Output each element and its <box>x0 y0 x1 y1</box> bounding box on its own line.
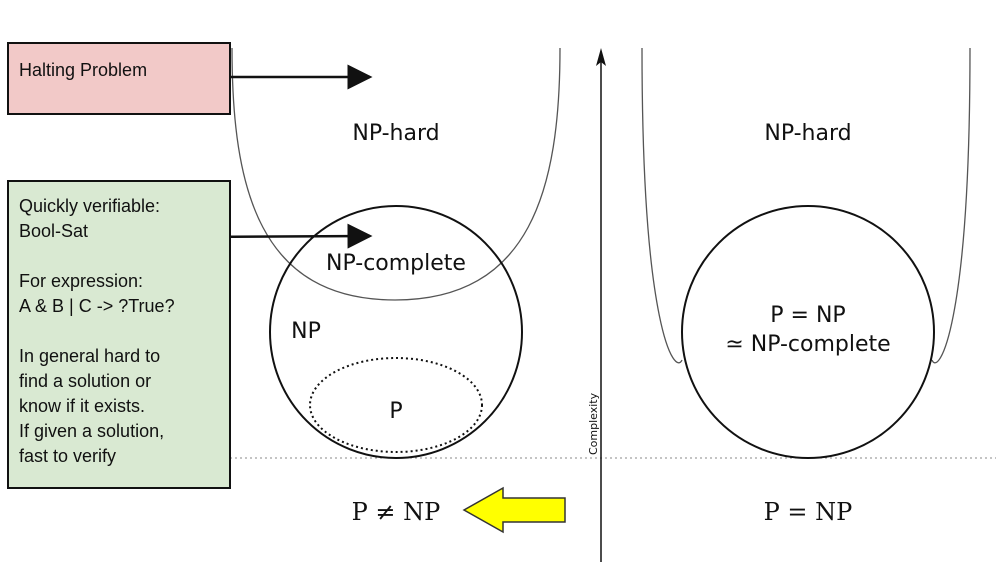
np-complete-label: NP-complete <box>326 251 466 276</box>
p-equals-np-label: P = NP <box>764 498 853 526</box>
note-line: fast to verify <box>19 446 117 466</box>
p-equals-np-line1: P = NP <box>770 303 845 328</box>
note-line: find a solution or <box>19 371 152 391</box>
np-hard-label-right: NP-hard <box>764 121 851 146</box>
np-label: NP <box>291 319 321 344</box>
p-label: P <box>389 399 402 424</box>
axis-arrow-icon <box>596 48 606 66</box>
quickly-verifiable-note: Quickly verifiable: Bool-Sat For express… <box>7 180 231 489</box>
np-circle <box>269 205 523 459</box>
note-line: For expression: <box>19 271 144 291</box>
np-hard-curve-left <box>231 47 561 301</box>
note-line: Bool-Sat <box>19 221 89 241</box>
note-line: In general hard to <box>19 346 161 366</box>
note-line: know if it exists. <box>19 396 146 416</box>
np-hard-curve-right-2 <box>931 47 971 364</box>
highlight-arrow <box>462 486 566 534</box>
np-hard-label-left: NP-hard <box>352 121 439 146</box>
note-line: Quickly verifiable: <box>19 196 161 216</box>
halting-problem-text: Halting Problem <box>19 60 148 80</box>
np-hard-curve-right <box>641 47 683 364</box>
note-line: A & B | C -> ?True? <box>19 296 175 316</box>
halting-problem-note: Halting Problem <box>7 42 231 115</box>
note-line: If given a solution, <box>19 421 165 441</box>
p-equals-np-line2: ≃ NP-complete <box>725 332 890 357</box>
note-line <box>19 244 219 269</box>
note-line <box>19 319 219 344</box>
p-ellipse <box>309 357 483 453</box>
p-np-merged-circle <box>681 205 935 459</box>
axis-label: Complexity <box>587 392 600 455</box>
p-not-equal-np-label: P ≠ NP <box>352 498 441 526</box>
